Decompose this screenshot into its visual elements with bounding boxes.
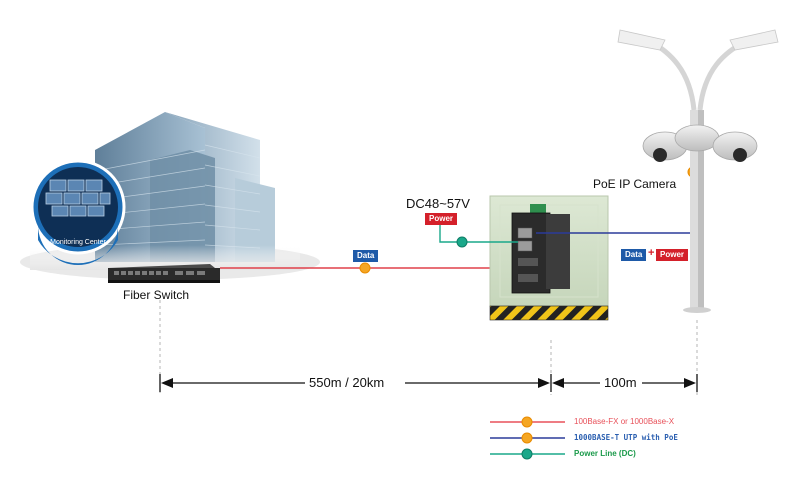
plus-sign: + <box>648 247 655 259</box>
dc-voltage-label: DC48~57V <box>406 196 470 211</box>
power-badge-dc: Power <box>425 213 458 225</box>
distance-arrow-copper <box>550 374 698 392</box>
distance-arrow-fiber <box>159 374 550 392</box>
fiber-switch-label: Fiber Switch <box>123 288 190 302</box>
distance-copper-label: 100m <box>604 375 637 390</box>
legend-lines <box>490 416 565 460</box>
street-lamp-pole <box>617 29 779 313</box>
distance-fiber-label: 550m / 20km <box>309 375 385 390</box>
power-line <box>439 224 518 243</box>
power-line-node <box>456 236 468 248</box>
office-building <box>30 112 300 270</box>
legend-item-power: Power Line (DC) <box>574 449 636 458</box>
poe-media-converter <box>511 204 570 294</box>
poe-ip-camera-label: PoE IP Camera <box>593 177 677 191</box>
legend-item-fiber: 100Base-FX or 1000Base-X <box>574 417 675 426</box>
legend-item-utp: 1000BASE-T UTP with PoE <box>574 433 678 442</box>
power-badge-utp: Power <box>656 249 689 261</box>
monitoring-center-icon <box>30 159 126 265</box>
fiber-switch-device <box>108 264 220 283</box>
data-badge-fiber: Data <box>353 250 379 262</box>
ip-cameras <box>642 124 758 162</box>
data-badge-utp: Data <box>621 249 647 261</box>
fiber-line-node <box>359 262 371 274</box>
monitoring-center-label: Monitoring Center <box>50 239 106 246</box>
